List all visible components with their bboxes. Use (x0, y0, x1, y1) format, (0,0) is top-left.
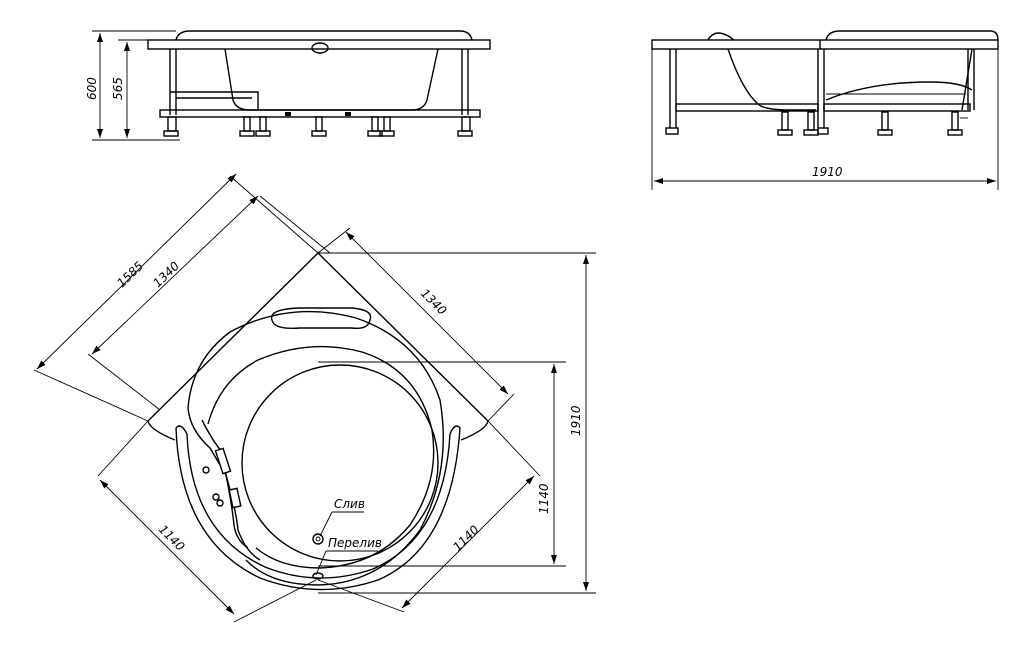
side-frame (665, 49, 975, 136)
plan-extension-lines (33, 175, 596, 623)
dim-edge-1340: 1340 (418, 286, 450, 318)
side-rim-top (825, 30, 999, 41)
side-width-dimension: 1910 (651, 49, 999, 190)
front-tub-body (224, 48, 439, 111)
plan-jet-3 (216, 499, 224, 507)
dim-width-1910: 1910 (812, 165, 843, 179)
front-overflow-hole (311, 42, 329, 54)
side-rim (651, 39, 999, 50)
dim-diag-1340: 1340 (150, 259, 182, 291)
plan-dimension-lines (36, 173, 589, 615)
plan-view: Слив Перелив (33, 173, 596, 623)
front-rim (147, 39, 491, 50)
dim-height-1910: 1910 (569, 405, 583, 436)
dim-height-565: 565 (111, 77, 125, 100)
front-frame (159, 49, 481, 137)
plan-bowl (241, 364, 439, 562)
side-headrest (707, 32, 735, 41)
label-overflow: Перелив (328, 536, 382, 550)
dim-height-600: 600 (85, 77, 99, 100)
dim-edge-1140-left: 1140 (156, 522, 188, 554)
plan-jet-2 (212, 493, 220, 501)
plan-overflow (312, 572, 324, 580)
side-tub-inner (825, 81, 973, 101)
front-height-dimensions: 600 565 (85, 30, 180, 141)
dim-height-1140: 1140 (537, 483, 551, 514)
front-rim-top (175, 30, 473, 41)
plan-handle-1 (214, 447, 232, 475)
dim-edge-1140-right: 1140 (450, 522, 482, 554)
plan-drain (312, 533, 324, 545)
side-view: 1910 (651, 30, 999, 190)
plan-outline (147, 252, 489, 422)
side-tub-curve (727, 48, 816, 111)
plan-jet-1 (202, 466, 210, 474)
dim-diag-1585: 1585 (114, 259, 146, 290)
front-view: 600 565 (85, 30, 491, 141)
label-drain: Слив (334, 497, 365, 511)
